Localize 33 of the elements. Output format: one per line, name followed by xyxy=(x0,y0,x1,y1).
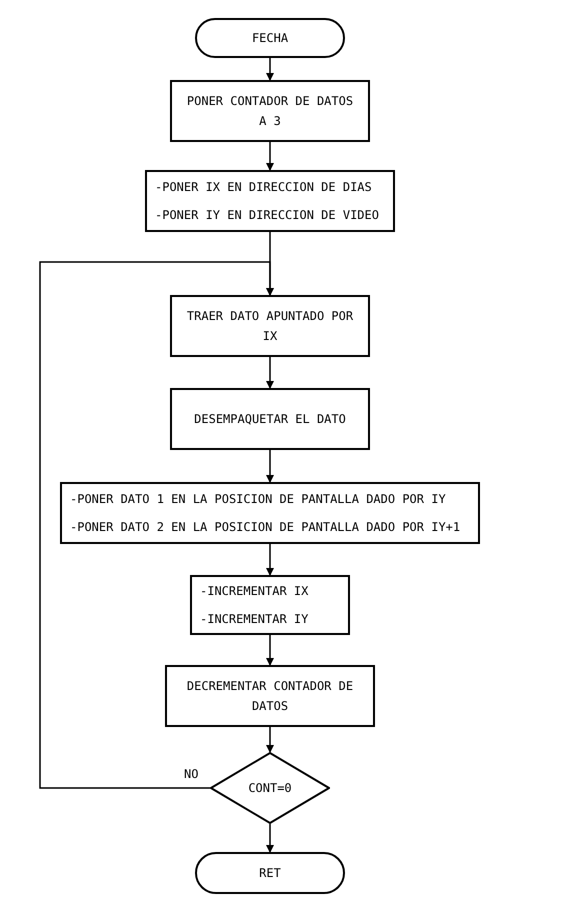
arrow xyxy=(266,824,274,853)
node-text: RET xyxy=(259,865,281,882)
node-text: -PONER DATO 2 EN LA POSICION DE PANTALLA DADO POR IY+1 xyxy=(70,519,460,536)
process-box xyxy=(170,388,370,450)
process-box xyxy=(170,80,370,142)
node-text: DECREMENTAR CONTADOR DE DATOS xyxy=(186,678,354,715)
node-text: CONT=0 xyxy=(248,780,292,797)
node-text: FECHA xyxy=(252,30,288,47)
process-box xyxy=(165,665,375,727)
node-text: PONER CONTADOR DE DATOS A 3 xyxy=(186,93,354,130)
terminal-box xyxy=(195,852,345,894)
process-box xyxy=(190,575,350,635)
decision-diamond xyxy=(210,752,330,824)
arrow xyxy=(266,635,274,666)
node-text: TRAER DATO APUNTADO POR IX xyxy=(186,308,354,345)
arrow xyxy=(266,357,274,389)
terminal-box xyxy=(195,18,345,58)
node-text: DESEMPAQUETAR EL DATO xyxy=(194,411,346,428)
arrow xyxy=(266,450,274,483)
arrow xyxy=(266,544,274,576)
process-box xyxy=(170,295,370,357)
node-text: -INCREMENTAR IX xyxy=(200,583,308,600)
arrow xyxy=(266,142,274,171)
node-text: -PONER IY EN DIRECCION DE VIDEO xyxy=(155,207,379,224)
process-box xyxy=(145,170,395,232)
node-text: -INCREMENTAR IY xyxy=(200,611,308,628)
node-text: -PONER DATO 1 EN LA POSICION DE PANTALLA DADO POR IY xyxy=(70,491,446,508)
node-text: -PONER IX EN DIRECCION DE DIAS xyxy=(155,179,372,196)
process-box xyxy=(60,482,480,544)
arrow xyxy=(266,727,274,753)
edge-label: NO xyxy=(182,768,200,780)
arrow xyxy=(39,261,274,789)
arrow xyxy=(266,58,274,81)
